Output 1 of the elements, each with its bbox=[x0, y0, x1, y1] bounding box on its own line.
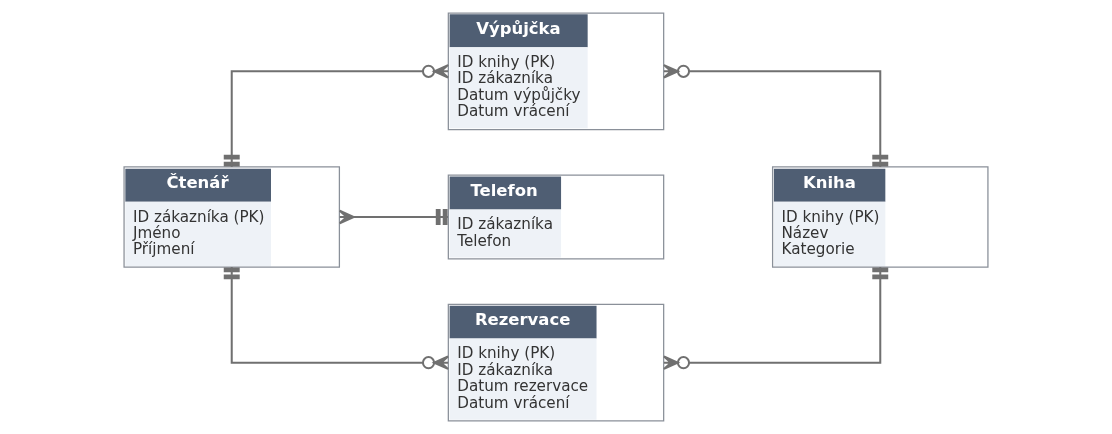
connector bbox=[338, 209, 448, 225]
